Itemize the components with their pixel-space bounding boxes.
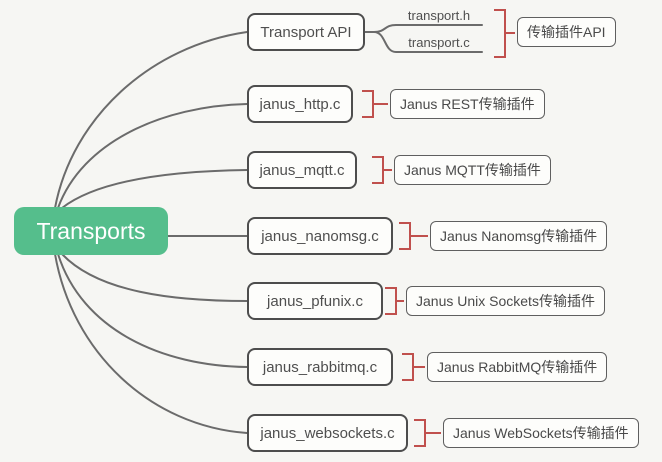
- node-transport-h[interactable]: transport.h: [407, 8, 471, 23]
- summary-janus-http[interactable]: Janus REST传输插件: [390, 89, 545, 119]
- summary-bracket-janus-http: [362, 90, 388, 118]
- summary-bracket-janus-nanomsg: [399, 222, 428, 250]
- node-janus-pfunix[interactable]: janus_pfunix.c: [247, 282, 383, 320]
- summary-bracket-transport-api: [494, 9, 515, 58]
- curve-branch-janus-rabbitmq: [57, 253, 248, 368]
- summary-janus-rabbitmq[interactable]: Janus RabbitMQ传输插件: [427, 352, 608, 382]
- summary-bracket-janus-websockets: [414, 419, 441, 447]
- summary-janus-websockets[interactable]: Janus WebSockets传输插件: [443, 418, 639, 448]
- fork-transport-h: [364, 24, 483, 33]
- summary-janus-mqtt[interactable]: Janus MQTT传输插件: [394, 155, 551, 185]
- node-janus-rabbitmq[interactable]: janus_rabbitmq.c: [247, 348, 393, 386]
- summary-bracket-janus-mqtt: [372, 156, 392, 184]
- summary-janus-pfunix[interactable]: Janus Unix Sockets传输插件: [406, 286, 605, 316]
- summary-transport-api[interactable]: 传输插件API: [517, 17, 616, 47]
- node-janus-http[interactable]: janus_http.c: [247, 85, 353, 123]
- curve-branch-janus-websockets: [54, 253, 248, 434]
- curve-branch-janus-mqtt: [61, 169, 248, 209]
- summary-bracket-janus-pfunix: [385, 287, 404, 315]
- fork-transport-c: [364, 31, 483, 53]
- node-janus-mqtt[interactable]: janus_mqtt.c: [247, 151, 357, 189]
- node-transport-c[interactable]: transport.c: [408, 35, 470, 50]
- summary-janus-nanomsg[interactable]: Janus Nanomsg传输插件: [430, 221, 608, 251]
- node-janus-nanomsg[interactable]: janus_nanomsg.c: [247, 217, 393, 255]
- node-transport-api[interactable]: Transport API: [247, 13, 365, 51]
- curve-branch-janus-http: [57, 103, 248, 209]
- curve-branch-transport-api: [54, 31, 248, 209]
- node-janus-websockets[interactable]: janus_websockets.c: [247, 414, 408, 452]
- curve-branch-janus-pfunix: [61, 253, 248, 302]
- root-node-transports[interactable]: Transports: [14, 207, 168, 255]
- summary-bracket-janus-rabbitmq: [402, 353, 425, 381]
